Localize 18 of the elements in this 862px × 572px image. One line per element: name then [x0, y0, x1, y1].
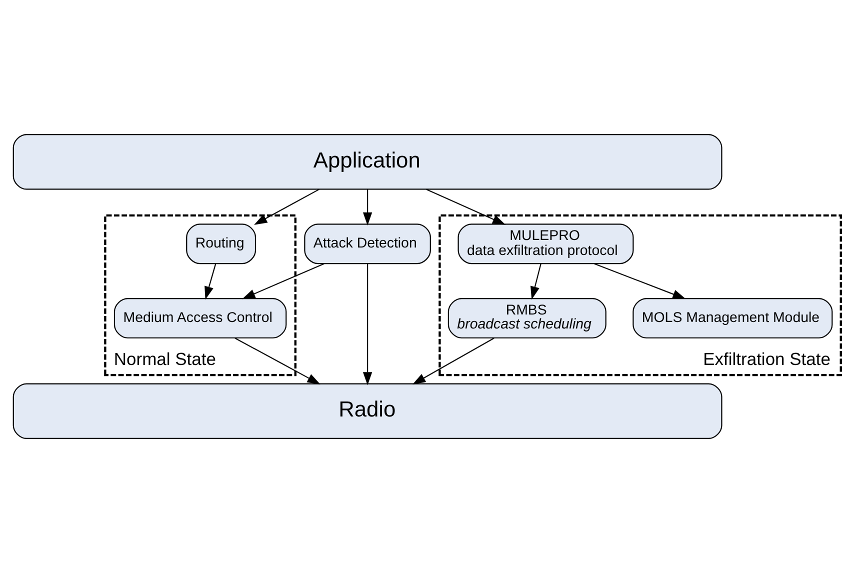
arrow [530, 263, 541, 300]
arrow [426, 188, 506, 224]
node-box: Attack Detection [304, 223, 430, 264]
arrow [242, 262, 324, 299]
arrow [412, 337, 494, 384]
arrow [594, 262, 686, 299]
arrow [204, 263, 216, 300]
node-box: Application [12, 134, 722, 190]
arrow [362, 263, 372, 385]
arrow [254, 188, 319, 224]
node-box: Medium Access Control [113, 297, 286, 338]
node-box: MOLS Management Module [632, 297, 832, 338]
node-box: Radio [12, 382, 722, 438]
arrow [362, 189, 372, 226]
node-box: Routing [186, 223, 256, 264]
node-box: MULEPRO data exfiltration protocol [457, 223, 634, 264]
node-box: RMBS broadcast scheduling [447, 297, 606, 338]
arrow [234, 337, 320, 384]
